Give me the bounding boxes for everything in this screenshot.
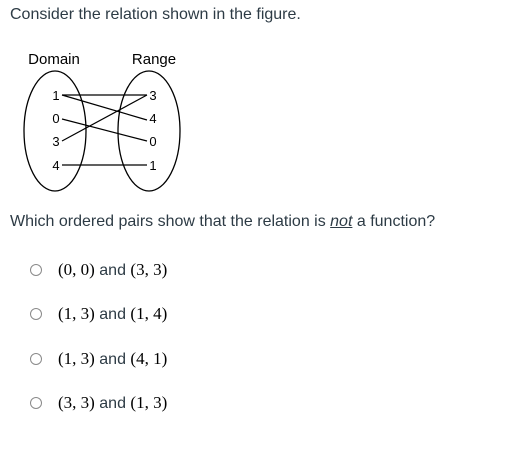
option-label: (1, 3) and (4, 1)	[58, 348, 168, 368]
domain-title: Domain	[28, 51, 80, 68]
mapping-line-0-to-0	[61, 118, 148, 142]
radio-button[interactable]	[30, 263, 42, 276]
domain-value-1: 1	[52, 88, 59, 103]
question-text-end: a function?	[352, 213, 436, 230]
range-value-4: 1	[149, 158, 156, 173]
domain-value-4: 4	[52, 158, 59, 173]
radio-button[interactable]	[30, 352, 42, 365]
relation-mapping-diagram: Domain Range 1 0 3 4 3 4 0 1	[16, 44, 196, 204]
answer-options: (0, 0) and (3, 3) (1, 3) and (1, 4) (1, …	[30, 256, 490, 434]
answer-option-1[interactable]: (0, 0) and (3, 3)	[30, 256, 490, 283]
domain-value-2: 0	[52, 111, 59, 126]
answer-option-3[interactable]: (1, 3) and (4, 1)	[30, 345, 490, 372]
answer-option-4[interactable]: (3, 3) and (1, 3)	[30, 390, 490, 417]
radio-button[interactable]	[30, 397, 42, 409]
answer-option-2[interactable]: (1, 3) and (1, 4)	[30, 301, 490, 328]
question-prompt: Consider the relation shown in the figur…	[10, 6, 301, 23]
mapping-line-1-to-4	[61, 94, 148, 121]
option-label: (3, 3) and (1, 3)	[58, 393, 168, 412]
range-value-1: 3	[149, 88, 156, 103]
range-value-2: 4	[149, 111, 156, 126]
option-label: (1, 3) and (1, 4)	[58, 304, 168, 323]
mapping-line-3-to-3	[61, 94, 148, 142]
domain-value-3: 3	[52, 134, 59, 149]
option-label: (0, 0) and (3, 3)	[58, 259, 168, 279]
range-value-3: 0	[149, 134, 156, 149]
radio-button[interactable]	[30, 308, 42, 320]
domain-oval	[23, 70, 87, 192]
question-emphasis: not	[330, 213, 353, 230]
range-oval	[117, 70, 181, 192]
range-title: Range	[132, 51, 176, 68]
question-text-start: Which ordered pairs show that the relati…	[10, 213, 331, 230]
mapping-svg: Domain Range 1 0 3 4 3 4 0 1	[23, 51, 181, 192]
question-text: Which ordered pairs show that the relati…	[10, 213, 435, 231]
